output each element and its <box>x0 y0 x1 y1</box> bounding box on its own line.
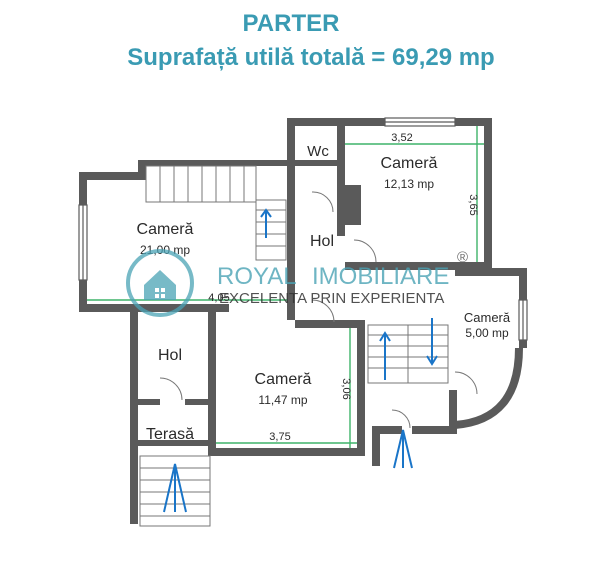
watermark-brand-1: ROYAL <box>217 263 297 290</box>
room-3-area: 5,00 mp <box>465 326 509 340</box>
room-4-area: 11,47 mp <box>258 393 307 407</box>
terasa-label: Terasă <box>146 426 194 443</box>
dimension-label-5: 3,75 <box>269 431 290 443</box>
dimension-label-1: 3,52 <box>391 132 412 144</box>
watermark-logo <box>126 249 194 317</box>
room-2-area: 12,13 mp <box>384 177 434 191</box>
window-left <box>78 204 88 281</box>
door-swings <box>159 191 478 429</box>
stairs-top <box>145 165 287 261</box>
room-2-name: Cameră <box>381 155 438 172</box>
watermark-tagline: EXCELENTA PRIN EXPERIENTA <box>219 290 444 307</box>
dimension-label-2: 3,65 <box>467 194 479 215</box>
room-3-name: Cameră <box>464 310 511 325</box>
curved-wall <box>454 347 523 429</box>
window-top <box>384 117 456 127</box>
dimension-label-4: 3,06 <box>340 378 352 399</box>
plan-title: PARTER <box>242 10 340 37</box>
wc-label: Wc <box>307 143 329 160</box>
plan-subtitle: Suprafață utilă totală = 69,29 mp <box>127 44 495 71</box>
stairs-right <box>367 324 449 384</box>
hol-2-label: Hol <box>158 347 182 364</box>
dimension-label-3: 4,05 <box>208 292 229 304</box>
watermark-registered: ® <box>457 249 468 266</box>
room-4-name: Cameră <box>255 371 312 388</box>
hol-1-label: Hol <box>310 233 334 250</box>
direction-arrows <box>163 208 438 513</box>
window-right-small <box>518 299 528 341</box>
watermark-brand-2: IMOBILIARE <box>312 263 449 290</box>
room-1-name: Cameră <box>137 221 194 238</box>
